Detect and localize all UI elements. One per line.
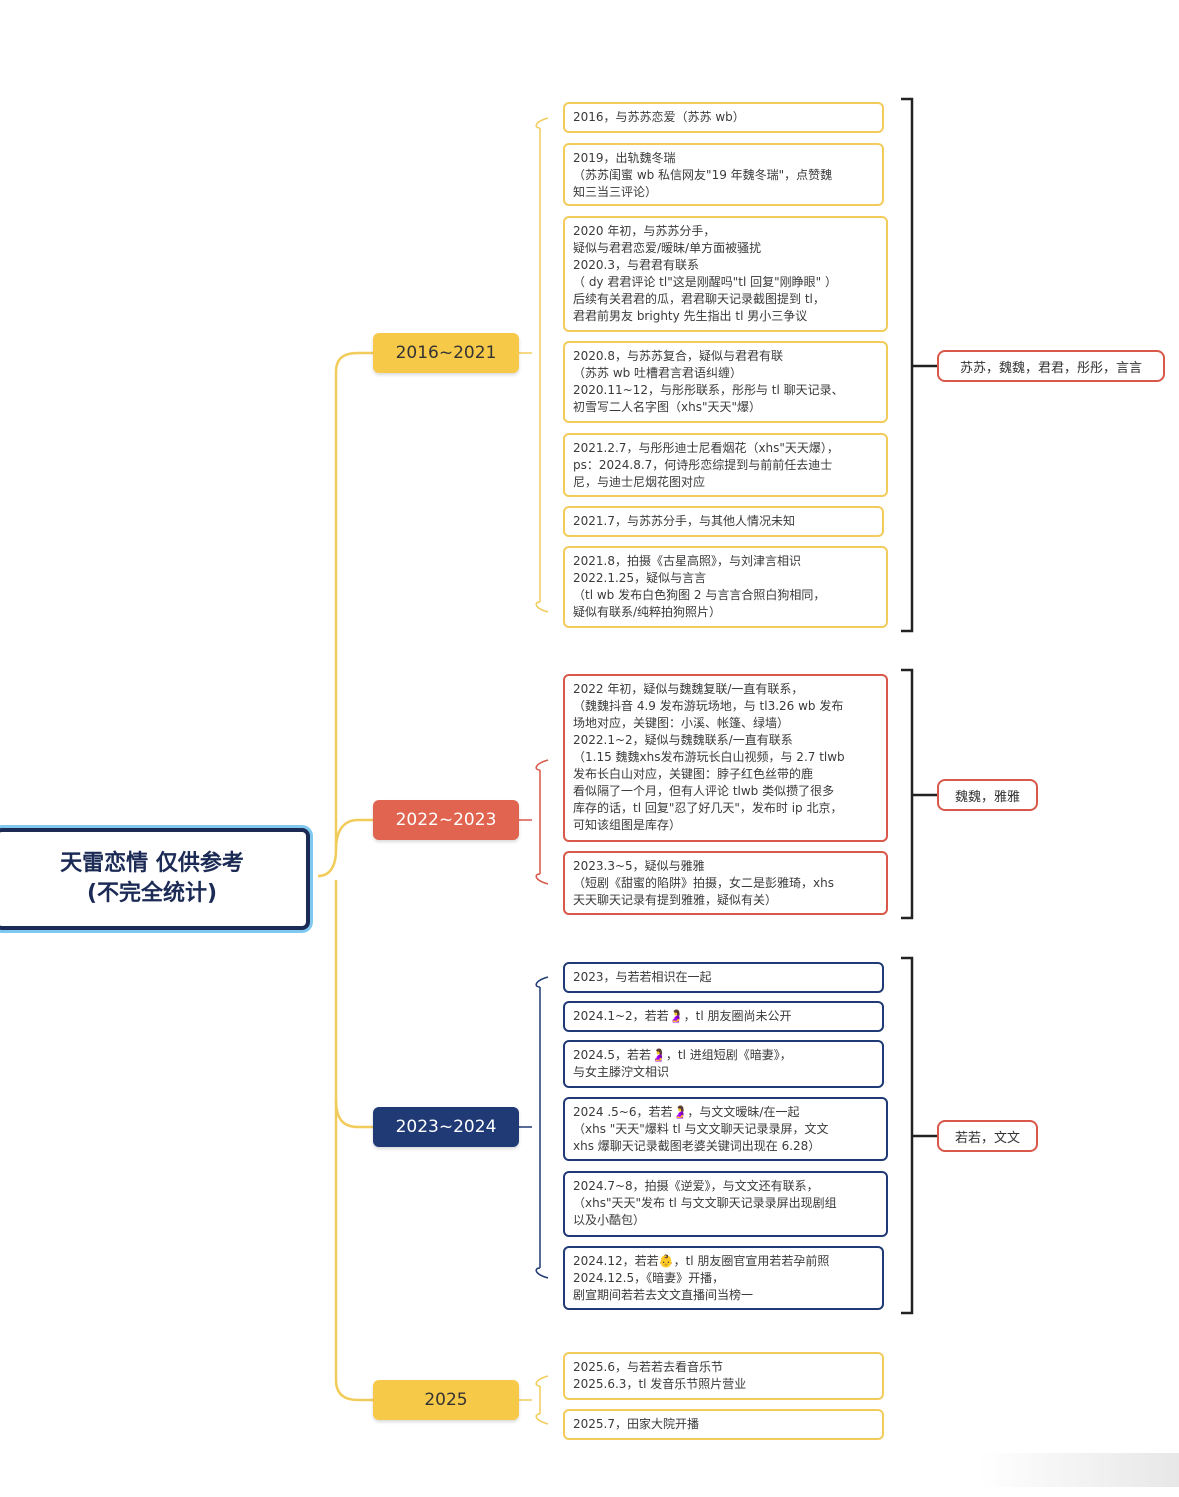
watermark-fade (979, 1453, 1179, 1487)
event-text: 剧宣期间若若去文文直播间当榜一 (573, 1288, 754, 1302)
event-text: 2020.8，与苏苏复合，疑似与君君有联 (573, 349, 783, 363)
root-subtitle: (不完全统计) (86, 881, 218, 906)
event-text: 发布长白山对应，关键图：脖子红色丝带的鹿 (573, 767, 814, 781)
event-card[interactable]: 2021.2.7，与彤彤迪士尼看烟花（xhs"天天爆）， ps：2024.8.7… (563, 433, 888, 497)
event-text: 2025.6，与若若去看音乐节 (573, 1360, 723, 1374)
event-text: 君君前男友 brighty 先生指出 tl 男小三争议 (573, 309, 808, 323)
event-card[interactable]: 2020.8，与苏苏复合，疑似与君君有联 （苏苏 wb 吐槽君言君语纠缠） 20… (563, 341, 888, 423)
event-card[interactable]: 2016，与苏苏恋爱（苏苏 wb） (563, 102, 884, 133)
trunk-line (334, 1099, 373, 1129)
event-text: 2020.11~12，与彤彤联系，彤彤与 tl 聊天记录、 (573, 383, 844, 397)
right-bracket (901, 97, 914, 633)
event-text: 2022.1.25，疑似与言言 (573, 571, 707, 585)
event-text: 2024.1~2，若若🤰，tl 朋友圈尚未公开 (573, 1009, 792, 1023)
trunk-line (334, 880, 373, 1402)
event-card[interactable]: 2024.1~2，若若🤰，tl 朋友圈尚未公开 (563, 1001, 884, 1032)
event-text: 2022.1~2，疑似与魏魏联系/一直有联系 (573, 733, 793, 747)
event-text: （短剧《甜蜜的陷阱》拍摄，女二是彭雅琦，xhs (573, 876, 834, 890)
event-text: （1.15 魏魏xhs发布游玩长白山视频，与 2.7 tlwb (573, 750, 845, 764)
event-card[interactable]: 2024 .5~6，若若🤰，与文文暧昧/在一起 （xhs "天天"爆料 tl 与… (563, 1097, 888, 1161)
branch-label: 2022~2023 (395, 810, 497, 830)
event-text: 初雪写二人名字图（xhs"天天"爆） (573, 400, 761, 414)
root-node[interactable]: 天雷恋情 仅供参考 (不完全统计) (0, 828, 310, 930)
event-text: 可知该组图是库存） (573, 818, 682, 832)
event-text: 与女主滕泞文相识 (573, 1065, 670, 1079)
event-card[interactable]: 2024.5，若若🤰，tl 进组短剧《暗妻》， 与女主滕泞文相识 (563, 1040, 884, 1088)
event-card[interactable]: 2021.8，拍摄《古星高照》，与刘津言相识 2022.1.25，疑似与言言 （… (563, 546, 888, 628)
event-card[interactable]: 2025.7，田家大院开播 (563, 1409, 884, 1440)
event-text: （苏苏 wb 吐槽君言君语纠缠） (573, 366, 743, 380)
event-text: xhs 爆聊天记录截图老婆关键词出现在 6.28） (573, 1139, 821, 1153)
branch-brace (535, 1375, 549, 1425)
event-text: 疑似与君君恋爱/暧昧/单方面被骚扰 (573, 241, 762, 255)
root-title: 天雷恋情 仅供参考 (60, 851, 244, 876)
branch-node-2022-2023[interactable]: 2022~2023 (373, 800, 519, 840)
event-text: 知三当三评论） (573, 185, 658, 199)
event-text: 后续有关君君的瓜，君君聊天记录截图提到 tl， (573, 292, 825, 306)
event-text: 2019，出轨魏冬瑞 (573, 151, 676, 165)
event-text: 2025.7，田家大院开播 (573, 1417, 699, 1431)
event-text: 2021.7，与苏苏分手，与其他人情况未知 (573, 514, 795, 528)
event-text: （苏苏闺蜜 wb 私信网友"19 年魏冬瑞"，点赞魏 (573, 168, 833, 182)
event-text: 2024.12，若若👶，tl 朋友圈官宣用若若孕前照 (573, 1254, 830, 1268)
event-card[interactable]: 2024.12，若若👶，tl 朋友圈官宣用若若孕前照 2024.12.5，《暗妻… (563, 1246, 884, 1310)
event-text: （魏魏抖音 4.9 发布游玩场地，与 tl3.26 wb 发布 (573, 699, 844, 713)
event-text: ps：2024.8.7，何诗彤恋综提到与前前任去迪士 (573, 458, 833, 472)
event-card[interactable]: 2021.7，与苏苏分手，与其他人情况未知 (563, 506, 884, 537)
event-text: 2024.5，若若🤰，tl 进组短剧《暗妻》， (573, 1048, 792, 1062)
event-text: 疑似有联系/纯粹拍狗照片） (573, 605, 722, 619)
event-text: 看似隔了一个月，但有人评论 tlwb 类似攒了很多 (573, 784, 835, 798)
people-tag-text: 若若，文文 (954, 1130, 1020, 1146)
event-text: 2022 年初，疑似与魏魏复联/一直有联系， (573, 682, 804, 696)
branch-node-2016-2021[interactable]: 2016~2021 (373, 333, 519, 373)
event-text: 2024 .5~6，若若🤰，与文文暧昧/在一起 (573, 1105, 800, 1119)
branch-brace (535, 976, 549, 1279)
event-card[interactable]: 2022 年初，疑似与魏魏复联/一直有联系， （魏魏抖音 4.9 发布游玩场地，… (563, 674, 888, 842)
event-text: 2024.12.5，《暗妻》开播， (573, 1271, 725, 1285)
people-tag[interactable]: 苏苏，魏魏，君君，彤彤，言言 (937, 350, 1165, 382)
branch-brace (535, 117, 549, 613)
right-bracket (901, 668, 914, 920)
event-card[interactable]: 2024.7~8，拍摄《逆爱》，与文文还有联系， （xhs"天天"发布 tl 与… (563, 1171, 888, 1237)
people-tag[interactable]: 魏魏，雅雅 (937, 779, 1038, 811)
branch-node-2025[interactable]: 2025 (373, 1380, 519, 1420)
event-card[interactable]: 2023，与若若相识在一起 (563, 962, 884, 993)
branch-node-2023-2024[interactable]: 2023~2024 (373, 1107, 519, 1147)
event-text: 2021.8，拍摄《古星高照》，与刘津言相识 (573, 554, 801, 568)
branch-brace (535, 759, 549, 885)
people-tag-text: 魏魏，雅雅 (954, 789, 1020, 805)
branch-label: 2023~2024 (395, 1117, 497, 1137)
event-text: 2023.3~5，疑似与雅雅 (573, 859, 705, 873)
event-text: （tl wb 发布白色狗图 2 与言言合照白狗相同， (573, 588, 826, 602)
trunk-line (334, 818, 373, 851)
event-card[interactable]: 2025.6，与若若去看音乐节 2025.6.3，tl 发音乐节照片营业 (563, 1352, 884, 1400)
event-text: 2016，与苏苏恋爱（苏苏 wb） (573, 110, 745, 124)
event-text: 库存的话，tl 回复"忍了好几天"，发布时 ip 北京， (573, 801, 843, 815)
branch-label: 2025 (424, 1390, 468, 1410)
event-text: 2025.6.3，tl 发音乐节照片营业 (573, 1377, 747, 1391)
event-text: 2020.3，与君君有联系 (573, 258, 699, 272)
event-text: 2020 年初，与苏苏分手， (573, 224, 716, 238)
event-text: 场地对应，关键图：小溪、帐篷、绿墙） (573, 716, 790, 730)
right-bracket (901, 956, 914, 1315)
event-text: 天天聊天记录有提到雅雅，疑似有关） (573, 893, 778, 907)
event-text: 2023，与若若相识在一起 (573, 970, 712, 984)
event-text: 以及小酷包） (573, 1213, 646, 1227)
people-tag[interactable]: 若若，文文 (937, 1120, 1038, 1152)
event-text: （ dy 君君评论 tl"这是刚醒吗"tl 回复"刚睁眼" ） (573, 275, 837, 289)
trunk-line (317, 351, 373, 878)
event-text: 尼，与迪士尼烟花图对应 (573, 475, 706, 489)
event-text: 2024.7~8，拍摄《逆爱》，与文文还有联系， (573, 1179, 819, 1193)
event-text: （xhs "天天"爆料 tl 与文文聊天记录录屏，文文 (573, 1122, 829, 1136)
event-card[interactable]: 2019，出轨魏冬瑞 （苏苏闺蜜 wb 私信网友"19 年魏冬瑞"，点赞魏 知三… (563, 143, 884, 206)
event-text: 2021.2.7，与彤彤迪士尼看烟花（xhs"天天爆）， (573, 441, 839, 455)
event-text: （xhs"天天"发布 tl 与文文聊天记录录屏出现剧组 (573, 1196, 837, 1210)
event-card[interactable]: 2023.3~5，疑似与雅雅 （短剧《甜蜜的陷阱》拍摄，女二是彭雅琦，xhs 天… (563, 851, 888, 915)
people-tag-text: 苏苏，魏魏，君君，彤彤，言言 (959, 360, 1142, 376)
event-card[interactable]: 2020 年初，与苏苏分手， 疑似与君君恋爱/暧昧/单方面被骚扰 2020.3，… (563, 216, 888, 332)
branch-label: 2016~2021 (395, 343, 497, 363)
